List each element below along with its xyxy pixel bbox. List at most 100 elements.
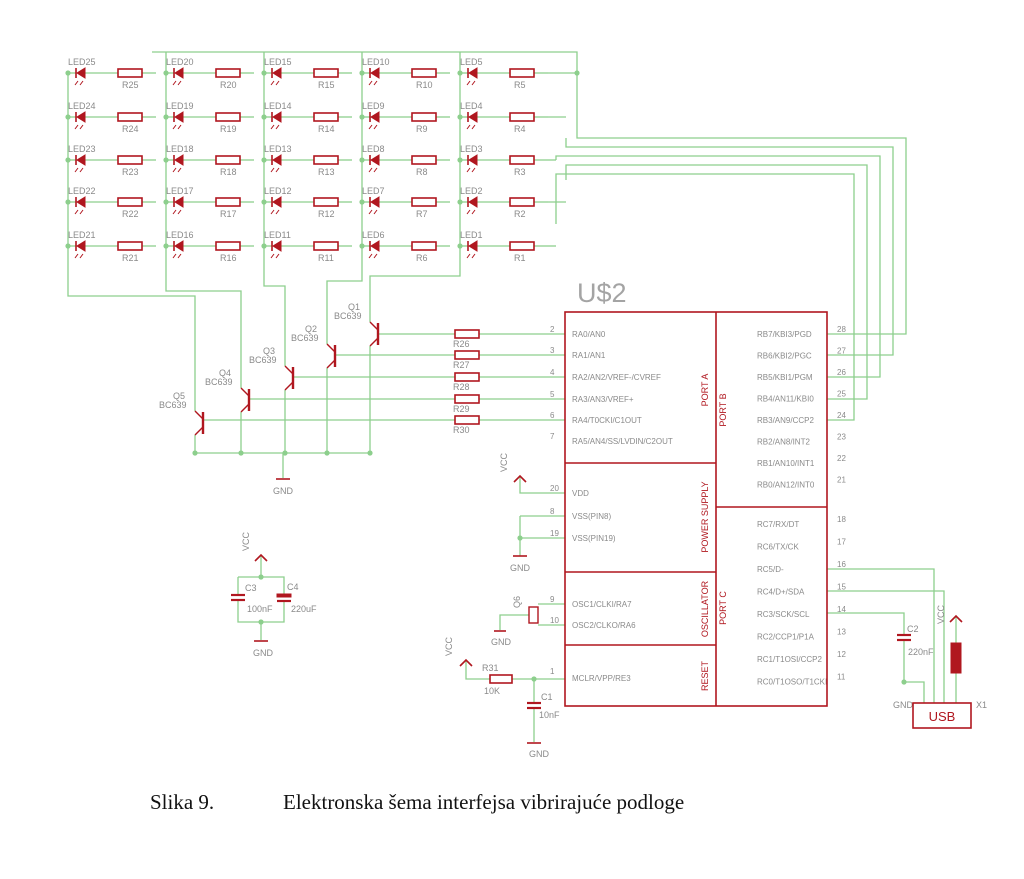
gnd-label: GND (510, 563, 531, 573)
resistor-value: 10K (484, 686, 500, 696)
resistor-r20 (215, 68, 241, 78)
led-label: LED3 (460, 144, 483, 154)
resistor-label: R20 (220, 80, 237, 90)
pin-name: OSC1/CLKI/RA7 (572, 600, 632, 609)
led-led18-rays (172, 167, 182, 173)
resistor-label: R3 (514, 167, 526, 177)
resistor-label: R6 (416, 253, 428, 263)
led-led17 (174, 196, 184, 208)
vcc-arrow (254, 553, 268, 562)
section-reset: RESET (700, 660, 710, 691)
gnd-label: GND (529, 749, 550, 759)
transistor-name: Q5 (173, 391, 185, 401)
resistor-label: R14 (318, 124, 335, 134)
pin-name: VDD (572, 489, 589, 498)
resistor-label: R4 (514, 124, 526, 134)
pin-name: RC1/T1OSI/CCP2 (757, 655, 822, 664)
led-label: LED25 (68, 57, 96, 67)
transistor-name: Q2 (305, 324, 317, 334)
resistor-r5 (509, 68, 535, 78)
resistor-label: R15 (318, 80, 335, 90)
junction-dot (457, 157, 463, 163)
vcc-arrow (459, 658, 473, 667)
junction-dot (359, 157, 365, 163)
resistor-r4 (509, 112, 535, 122)
transistor-type: BC639 (291, 333, 319, 343)
transistor-emitter (284, 381, 294, 391)
labels: LED25R25LED20R20LED15R15LED10R10LED5R5LE… (68, 57, 946, 759)
resistor-label: R23 (122, 167, 139, 177)
led-led15 (272, 67, 282, 79)
pin-name: RB5/KBI1/PGM (757, 373, 813, 382)
caption-text: Elektronska šema interfejsa vibrirajuće … (283, 790, 685, 814)
resistor-label: R7 (416, 209, 428, 219)
vcc-label: VCC (444, 636, 454, 656)
led-led9-rays (368, 124, 378, 130)
led-led14 (272, 111, 282, 123)
resistor-r12 (313, 197, 339, 207)
resistor-r22 (117, 197, 143, 207)
led-led10-rays (368, 80, 378, 86)
pin-number: 13 (837, 628, 846, 637)
capacitor-label: C4 (287, 582, 299, 592)
section-port-a: PORT A (700, 374, 710, 407)
resistor-label: R24 (122, 124, 139, 134)
led-led21-rays (74, 253, 84, 259)
led-led4 (468, 111, 478, 123)
microcontroller-u2 (564, 311, 828, 707)
resistor-r25 (117, 68, 143, 78)
resistor-label: R19 (220, 124, 237, 134)
capacitor-label: C3 (245, 583, 257, 593)
junction-dot (163, 114, 169, 120)
resistor-r7 (411, 197, 437, 207)
resistor-label: R10 (416, 80, 433, 90)
transistor-type: BC639 (205, 377, 233, 387)
pin-name: RA2/AN2/VREF-/CVREF (572, 373, 661, 382)
led-led1-rays (466, 253, 476, 259)
pin-name: MCLR/VPP/RE3 (572, 674, 631, 683)
transistor-collector (240, 387, 250, 397)
chip-name: U$2 (577, 278, 627, 308)
collector-wire (67, 266, 196, 411)
led-label: LED4 (460, 101, 483, 111)
capacitor-c4 (276, 593, 292, 598)
led-label: LED21 (68, 230, 96, 240)
led-led17-rays (172, 209, 182, 215)
transistor-collector (284, 365, 294, 375)
led-led19-rays (172, 124, 182, 130)
caption-number: Slika 9. (150, 790, 215, 814)
junction-dot (65, 157, 71, 163)
junction-dot (65, 114, 71, 120)
led-label: LED8 (362, 144, 385, 154)
resistor-label: R16 (220, 253, 237, 263)
led-led25-rays (74, 80, 84, 86)
resistor-label: R29 (453, 404, 470, 414)
led-led5-rays (466, 80, 476, 86)
resistor-r10 (411, 68, 437, 78)
junction-dot (163, 243, 169, 249)
led-label: LED12 (264, 186, 292, 196)
resistor-r16 (215, 241, 241, 251)
led-label: LED9 (362, 101, 385, 111)
pin-name: RB6/KBI2/PGC (757, 352, 812, 361)
resistor-label: R27 (453, 360, 470, 370)
led-led11 (272, 240, 282, 252)
pin-number: 11 (837, 673, 846, 682)
transistor-emitter (194, 426, 204, 436)
led-led1 (468, 240, 478, 252)
cap-top-wire (238, 576, 285, 594)
schematic-diagram: LED25R25LED20R20LED15R15LED10R10LED5R5LE… (65, 51, 987, 759)
resistor-r23 (117, 155, 143, 165)
junction-dot (163, 157, 169, 163)
reset-vcc-wire (465, 661, 490, 680)
led-led13 (272, 154, 282, 166)
transistor-collector (194, 410, 204, 420)
resistor-label: R30 (453, 425, 470, 435)
pin-name: RB3/AN9/CCP2 (757, 416, 814, 425)
led-label: LED19 (166, 101, 194, 111)
resistor-label: R21 (122, 253, 139, 263)
led-label: LED17 (166, 186, 194, 196)
transistor-collector (326, 343, 336, 353)
transistor-emitter (369, 337, 379, 347)
resistor-label: R26 (453, 339, 470, 349)
